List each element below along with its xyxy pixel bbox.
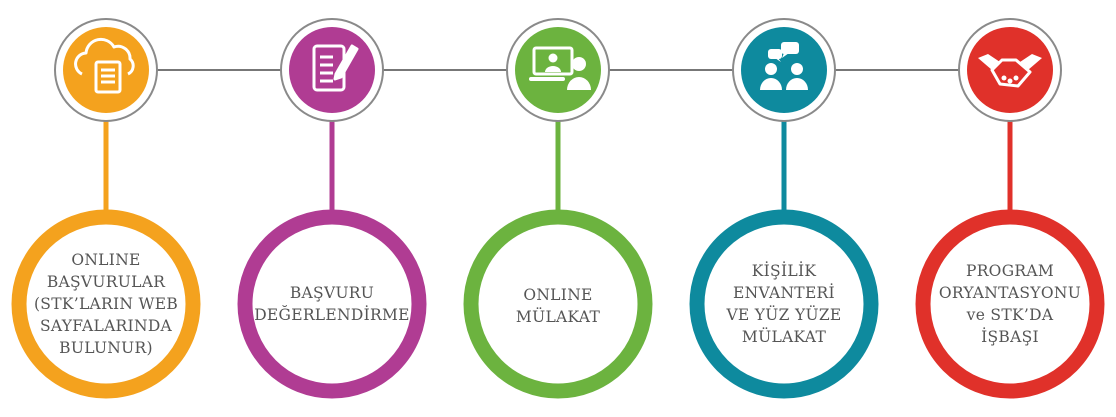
step-2-label: BAŞVURU DEĞERLENDİRME bbox=[252, 282, 412, 326]
step-4 bbox=[689, 18, 879, 399]
video-call-icon bbox=[529, 46, 591, 90]
step-4-label-line: MÜLAKAT bbox=[741, 328, 827, 346]
step-2-label-line: DEĞERLENDİRME bbox=[254, 306, 410, 324]
step-3-label: ONLINE MÜLAKAT bbox=[478, 284, 638, 328]
step-2-text-ring bbox=[237, 209, 427, 399]
step-4-label-line: KİŞİLİK bbox=[751, 262, 817, 280]
step-3-label-line: ONLINE bbox=[523, 286, 593, 304]
step-5-icon-circle bbox=[967, 27, 1053, 113]
step-3-text-ring bbox=[463, 209, 653, 399]
step-4-text-ring bbox=[689, 209, 879, 399]
step-2 bbox=[237, 18, 427, 399]
step-1 bbox=[11, 18, 201, 399]
step-4-icon-circle bbox=[741, 27, 827, 113]
step-5-label-line: PROGRAM bbox=[965, 262, 1055, 280]
step-2-icon-circle bbox=[289, 27, 375, 113]
handshake-icon bbox=[978, 54, 1042, 88]
step-3 bbox=[463, 18, 653, 399]
step-3-label-line: MÜLAKAT bbox=[515, 308, 601, 326]
step-1-label-line: SAYFALARINDA bbox=[39, 317, 173, 335]
cloud-document-icon bbox=[74, 37, 135, 94]
step-4-label-line: ENVANTERİ bbox=[733, 284, 835, 302]
step-4-label-line: VE YÜZ YÜZE bbox=[726, 306, 842, 324]
step-5-label-line: ORYANTASYONU bbox=[938, 284, 1082, 302]
step-1-label-line: (STK’LARIN WEB bbox=[33, 295, 179, 313]
conversation-people-icon bbox=[760, 42, 808, 90]
document-pen-icon bbox=[312, 44, 359, 92]
step-4-label: KİŞİLİK ENVANTERİ VE YÜZ YÜZE MÜLAKAT bbox=[704, 260, 864, 348]
step-5-text-ring bbox=[915, 209, 1105, 399]
step-5-label-line: ve STK’DA bbox=[966, 306, 1054, 324]
step-5-label-line: İŞBAŞI bbox=[981, 328, 1039, 346]
step-2-label-line: BAŞVURU bbox=[289, 284, 375, 302]
step-1-label-line: BAŞVURULAR bbox=[46, 273, 166, 291]
step-5-label: PROGRAM ORYANTASYONU ve STK’DA İŞBAŞI bbox=[930, 260, 1090, 348]
step-5 bbox=[915, 18, 1105, 399]
step-1-label-line: BULUNUR) bbox=[59, 339, 153, 357]
step-1-label: ONLINE BAŞVURULAR (STK’LARIN WEB SAYFALA… bbox=[26, 249, 186, 359]
step-1-text-ring bbox=[11, 209, 201, 399]
step-1-label-line: ONLINE bbox=[71, 251, 141, 269]
